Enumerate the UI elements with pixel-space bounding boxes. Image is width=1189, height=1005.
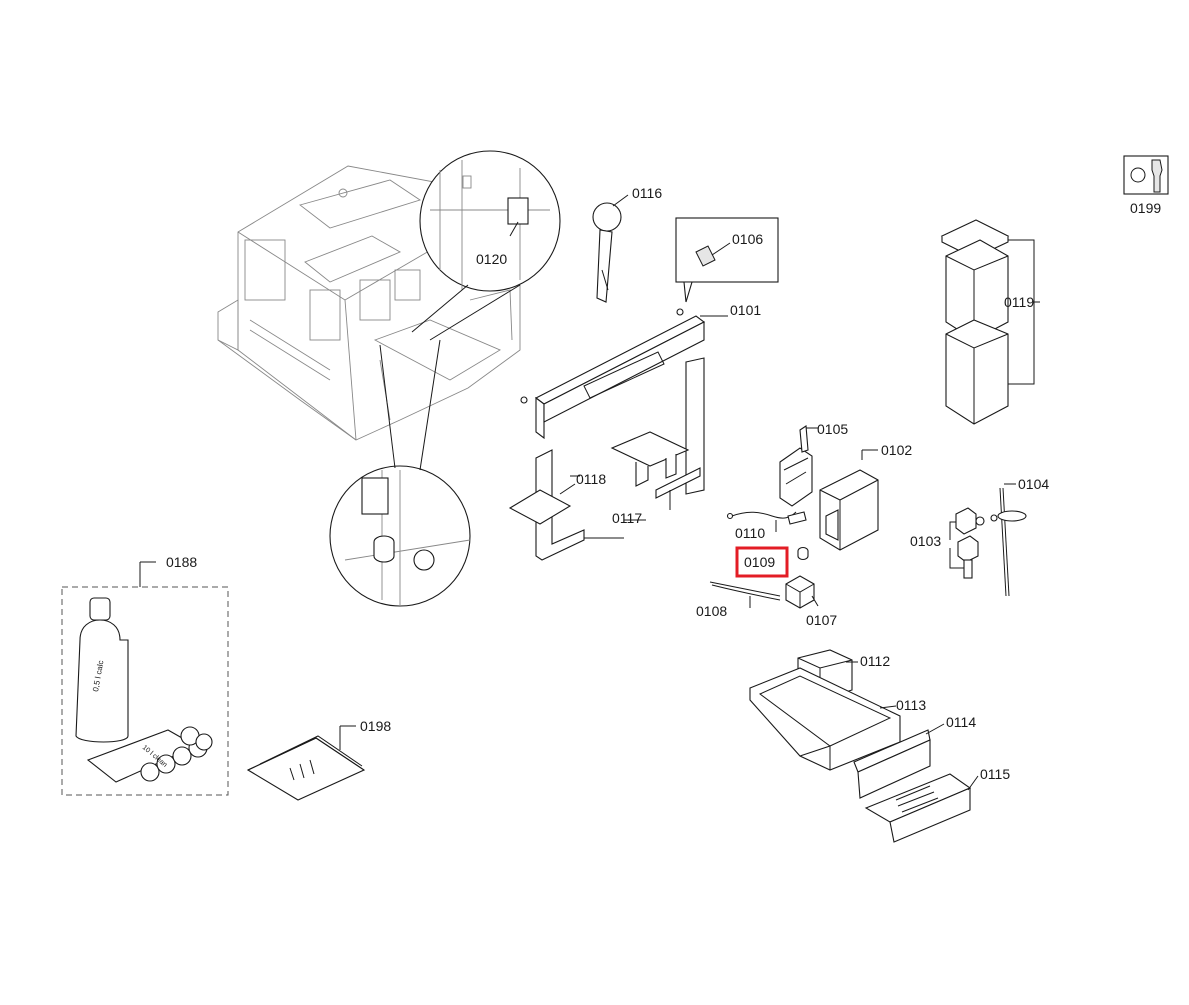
- part-0114-front-cover: [853, 723, 945, 799]
- label-0115: 0115: [980, 766, 1010, 782]
- part-0107-valve: [785, 575, 819, 609]
- label-0118: 0118: [576, 471, 606, 487]
- part-0119-water-tank: [940, 219, 1040, 425]
- label-0116: 0116: [632, 185, 662, 201]
- label-0113: 0113: [896, 697, 926, 713]
- part-0106-callout: [675, 217, 779, 316]
- part-0104-rod: [990, 483, 1027, 597]
- tool-wrench-icon: [1123, 155, 1169, 195]
- label-0107: 0107: [806, 612, 837, 628]
- part-0116-measuring-spoon: [592, 194, 629, 303]
- part-0108-cable: [709, 581, 781, 608]
- label-0110: 0110: [735, 525, 765, 541]
- part-0101-front-frame: [520, 315, 728, 495]
- leader-lines: [509, 221, 646, 521]
- label-0114: 0114: [946, 714, 976, 730]
- highlight-box-0109: [735, 546, 789, 578]
- label-0109: 0109: [744, 554, 775, 570]
- label-0108: 0108: [696, 603, 727, 619]
- label-0199: 0199: [1130, 200, 1161, 216]
- part-0115-drip-grid: [864, 773, 979, 843]
- part-0113-drip-tray: [749, 667, 901, 771]
- label-0120: 0120: [476, 251, 507, 267]
- part-0188-care-set: [61, 561, 229, 796]
- label-0117: 0117: [612, 510, 642, 526]
- part-0110-sensor-cable: [726, 511, 807, 532]
- part-0117-side-frame: [508, 449, 701, 561]
- part-0198-screw-bag: [246, 725, 366, 801]
- part-0105-holder: [779, 425, 818, 507]
- part-0118-bracket: [610, 431, 690, 487]
- detail-magnifier-top: [411, 150, 561, 341]
- label-0103: 0103: [910, 533, 941, 549]
- label-0104: 0104: [1018, 476, 1049, 492]
- label-0106: 0106: [732, 231, 763, 247]
- part-0103-fittings: [949, 507, 985, 579]
- label-0102: 0102: [881, 442, 912, 458]
- label-0101: 0101: [730, 302, 761, 318]
- part-labels: 0101 0102 0103 0104 0105 0106 0107 0108 …: [166, 185, 1161, 782]
- label-0119: 0119: [1004, 294, 1034, 310]
- part-0109-seal: [797, 546, 809, 560]
- label-0198: 0198: [360, 718, 391, 734]
- part-0102-cover: [819, 449, 879, 551]
- label-0112: 0112: [860, 653, 890, 669]
- label-0105: 0105: [817, 421, 848, 437]
- label-0188: 0188: [166, 554, 197, 570]
- detail-magnifier-bottom: [329, 339, 471, 607]
